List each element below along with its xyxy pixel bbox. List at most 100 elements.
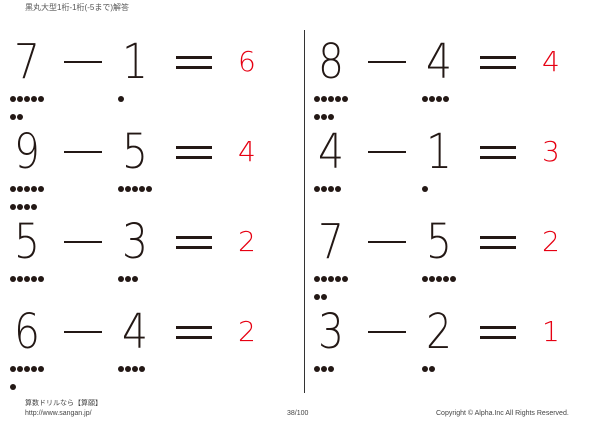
counter-dot <box>24 96 30 102</box>
operand-a: 6 <box>14 304 40 360</box>
counter-dot <box>132 366 138 372</box>
operand-b: 5 <box>122 124 148 180</box>
answer: 6 <box>238 45 256 78</box>
operand-b: 2 <box>426 304 452 360</box>
dot-counter-a <box>314 180 354 198</box>
dot-counter-a <box>10 270 50 288</box>
counter-dot <box>321 276 327 282</box>
copyright: Copyright © Alpha.Inc All Rights Reserve… <box>436 410 569 417</box>
counter-dot <box>321 186 327 192</box>
operand-a: 9 <box>14 124 40 180</box>
counter-dot <box>314 366 320 372</box>
counter-dot <box>38 186 44 192</box>
counter-dot <box>342 96 348 102</box>
operand-b: 3 <box>122 214 148 270</box>
counter-dot <box>146 186 152 192</box>
counter-dot <box>328 276 334 282</box>
minus-sign <box>64 331 102 333</box>
dot-counter-b <box>118 90 158 108</box>
counter-dot <box>118 366 124 372</box>
counter-dot <box>10 276 16 282</box>
problem: 8 4 4 <box>312 34 572 120</box>
dot-counter-b <box>118 360 158 378</box>
operand-b: 5 <box>426 214 452 270</box>
counter-dot <box>321 96 327 102</box>
counter-dot <box>422 366 428 372</box>
counter-dot <box>422 186 428 192</box>
counter-dot <box>429 276 435 282</box>
footer-url[interactable]: http://www.sangan.jp/ <box>25 410 92 417</box>
counter-dot <box>139 186 145 192</box>
equals-sign <box>480 236 516 249</box>
operand-b: 4 <box>426 34 452 90</box>
page-number: 38/100 <box>287 410 309 417</box>
counter-dot <box>422 96 428 102</box>
counter-dot <box>314 276 320 282</box>
counter-dot <box>31 366 37 372</box>
operand-a: 7 <box>14 34 40 90</box>
dot-counter-a <box>314 270 354 306</box>
counter-dot <box>314 114 320 120</box>
minus-sign <box>368 61 406 63</box>
dot-counter-a <box>10 90 50 126</box>
answer: 1 <box>542 315 560 348</box>
counter-dot <box>38 96 44 102</box>
footer-brand: 算数ドリルなら【算願】 <box>25 400 102 407</box>
counter-dot <box>24 186 30 192</box>
operand-a: 3 <box>318 304 344 360</box>
dot-counter-b <box>422 270 462 288</box>
operand-b: 4 <box>122 304 148 360</box>
counter-dot <box>450 276 456 282</box>
counter-dot <box>38 366 44 372</box>
counter-dot <box>10 366 16 372</box>
counter-dot <box>328 114 334 120</box>
counter-dot <box>125 366 131 372</box>
dot-counter-b <box>118 180 158 198</box>
answer: 4 <box>542 45 560 78</box>
operand-a: 7 <box>318 214 344 270</box>
counter-dot <box>314 186 320 192</box>
counter-dot <box>429 96 435 102</box>
counter-dot <box>342 276 348 282</box>
answer: 2 <box>542 225 560 258</box>
answer: 3 <box>542 135 560 168</box>
operand-b: 1 <box>426 124 452 180</box>
equals-sign <box>176 146 212 159</box>
equals-sign <box>480 56 516 69</box>
counter-dot <box>443 276 449 282</box>
counter-dot <box>118 96 124 102</box>
counter-dot <box>429 366 435 372</box>
counter-dot <box>31 276 37 282</box>
problem: 7 5 2 <box>312 214 572 300</box>
counter-dot <box>10 96 16 102</box>
operand-a: 8 <box>318 34 344 90</box>
dot-counter-b <box>422 90 462 108</box>
counter-dot <box>132 276 138 282</box>
counter-dot <box>321 366 327 372</box>
counter-dot <box>314 96 320 102</box>
counter-dot <box>314 294 320 300</box>
counter-dot <box>31 186 37 192</box>
column-divider <box>304 30 305 393</box>
counter-dot <box>10 204 16 210</box>
counter-dot <box>335 96 341 102</box>
equals-sign <box>176 56 212 69</box>
dot-counter-a <box>10 360 50 396</box>
counter-dot <box>17 204 23 210</box>
counter-dot <box>422 276 428 282</box>
minus-sign <box>64 151 102 153</box>
counter-dot <box>321 114 327 120</box>
equals-sign <box>176 236 212 249</box>
counter-dot <box>17 276 23 282</box>
worksheet-title: 黒丸大型1桁-1桁(-5まで)解答 <box>25 3 130 12</box>
counter-dot <box>125 276 131 282</box>
counter-dot <box>335 276 341 282</box>
counter-dot <box>17 186 23 192</box>
minus-sign <box>368 331 406 333</box>
counter-dot <box>328 186 334 192</box>
